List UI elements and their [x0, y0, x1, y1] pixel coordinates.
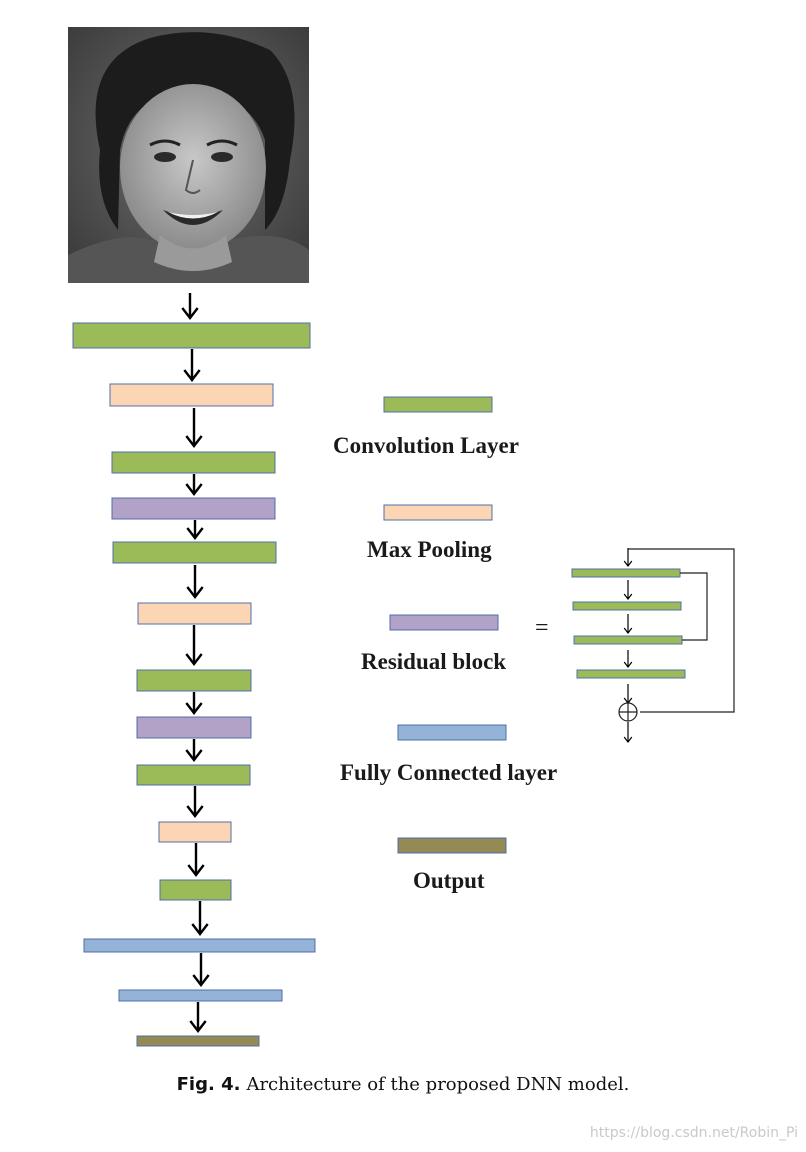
legend-swatch-residual [389, 614, 499, 631]
caption-text: Architecture of the proposed DNN model. [246, 1074, 630, 1095]
residual-block-detail [571, 548, 735, 743]
layer-block-max-pooling [137, 602, 252, 625]
legend-label-output: Output [413, 868, 485, 893]
layer-block-max-pooling [109, 383, 274, 407]
small-down-arrow-icon [623, 684, 633, 704]
layer-block-convolution [136, 669, 252, 692]
residual-conv-layer [571, 568, 681, 578]
down-arrow-icon [186, 565, 204, 599]
down-arrow-icon [185, 692, 203, 715]
residual-conv-layer [576, 669, 686, 679]
layer-block-convolution [112, 541, 277, 564]
down-arrow-icon [185, 408, 203, 448]
down-arrow-icon [185, 739, 203, 762]
residual-conv-layer [572, 601, 682, 611]
down-arrow-icon [189, 1002, 207, 1033]
legend-label-fully-connected: Fully Connected layer [340, 760, 558, 785]
layer-block-convolution [159, 879, 232, 901]
input-face-image [68, 27, 309, 283]
small-down-arrow-icon [623, 650, 633, 668]
small-down-arrow-icon [623, 548, 633, 567]
small-down-arrow-icon [623, 722, 633, 743]
residual-conv-layer [573, 635, 683, 645]
layer-block-convolution [72, 322, 311, 349]
layer-block-max-pooling [158, 821, 232, 843]
figure-number: Fig. 4. [176, 1074, 241, 1095]
layer-block-residual [111, 497, 276, 520]
legend-swatch-fully-connected [397, 724, 507, 741]
legend-label-residual: Residual block [361, 649, 507, 674]
legend-swatch-convolution [383, 396, 493, 413]
legend-label-convolution: Convolution Layer [333, 433, 519, 458]
down-arrow-icon [187, 843, 205, 877]
layer-block-convolution [136, 764, 251, 786]
legend-swatch-output [397, 837, 507, 854]
down-arrow-icon [185, 474, 203, 496]
skip-connection-outer [628, 548, 735, 713]
skip-connection-inner [680, 572, 708, 641]
layer-block-convolution [111, 451, 276, 474]
down-arrow-icon [186, 786, 204, 818]
down-arrow-icon [181, 293, 199, 320]
small-down-arrow-icon [623, 614, 633, 634]
layer-block-residual [136, 716, 252, 739]
down-arrow-icon [192, 953, 210, 987]
equals-sign: = [535, 615, 549, 641]
layer-block-fully-connected [83, 938, 316, 953]
down-arrow-icon [183, 349, 201, 382]
figure-caption: Fig. 4.Architecture of the proposed DNN … [0, 1074, 806, 1095]
addition-node-icon [618, 702, 638, 722]
legend-label-max-pooling: Max Pooling [367, 537, 492, 562]
watermark: https://blog.csdn.net/Robin_Pi [589, 1125, 798, 1141]
layer-block-fully-connected [118, 989, 283, 1002]
legend-swatches [383, 396, 507, 854]
small-down-arrow-icon [623, 580, 633, 600]
down-arrow-icon [186, 520, 204, 540]
down-arrow-icon [185, 625, 203, 666]
down-arrow-icon [191, 901, 209, 936]
legend-swatch-max-pooling [383, 504, 493, 521]
layer-pipeline [72, 293, 316, 1047]
layer-block-output [136, 1035, 260, 1047]
